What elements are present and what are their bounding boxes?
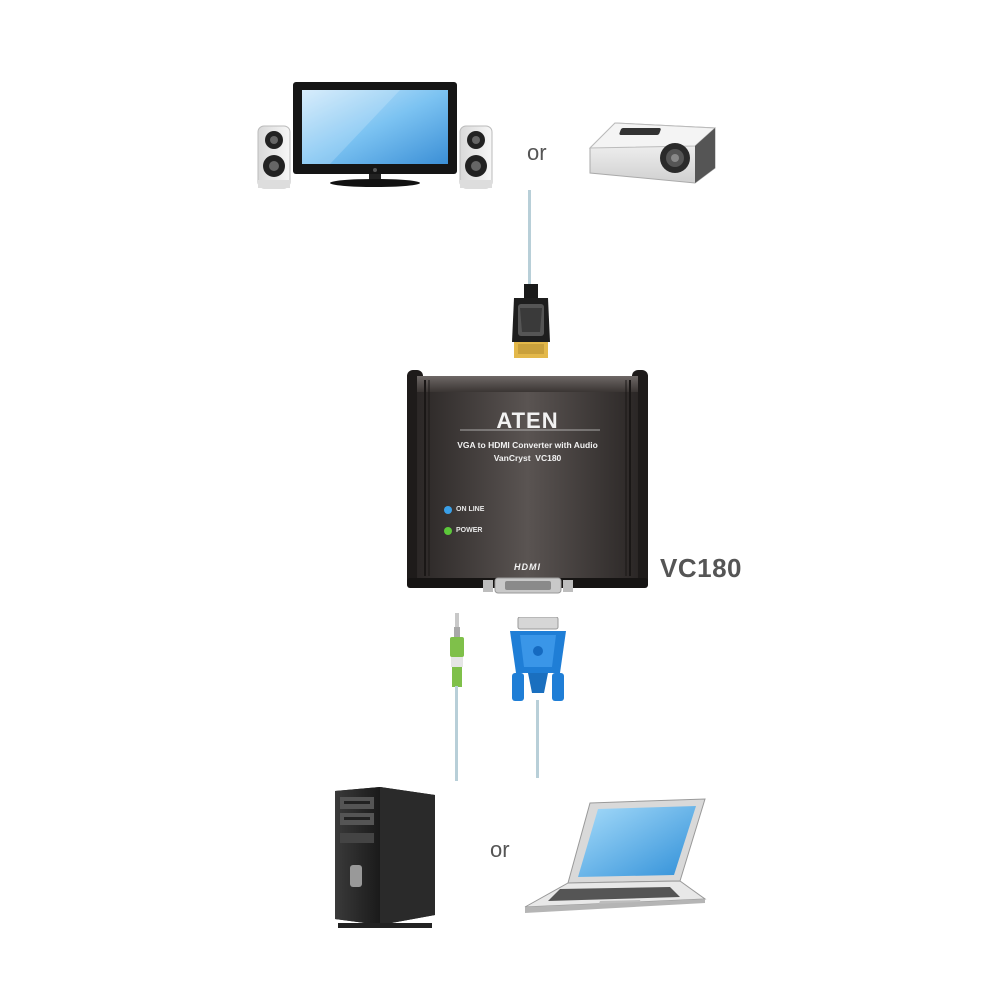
audio-cable	[455, 686, 458, 781]
led-power-label: POWER	[456, 527, 483, 534]
vga-plug-icon	[510, 616, 566, 701]
device-body-icon	[407, 370, 648, 594]
hdmi-connector	[508, 282, 554, 360]
hdmi-logo: HDMI	[514, 562, 541, 572]
audio-jack-icon	[450, 613, 464, 687]
vga-connector	[508, 616, 568, 707]
device-product-line: VGA to HDMI Converter with Audio	[457, 440, 598, 450]
audio-plug	[446, 613, 468, 688]
vga-cable	[536, 700, 539, 778]
laptop-icon	[524, 798, 707, 913]
laptop-computer	[520, 795, 710, 920]
desktop-tower-icon	[335, 787, 435, 928]
or-label-bottom: or	[490, 837, 510, 862]
projector-icon	[588, 122, 717, 184]
device-model-line: VanCryst VC180	[493, 453, 562, 463]
converter-device: ATEN VGA to HDMI Converter with Audio Va…	[405, 370, 650, 595]
model-label: VC180	[660, 553, 742, 583]
or-label-top: or	[527, 140, 547, 165]
tv-icon	[257, 82, 493, 189]
tv-with-speakers	[250, 80, 500, 195]
projector	[585, 118, 720, 188]
desktop-computer	[330, 785, 440, 930]
hdmi-cable	[528, 190, 531, 290]
led-online-label: ON LINE	[456, 506, 485, 513]
hdmi-plug-icon	[512, 284, 550, 358]
device-brand: ATEN	[496, 408, 559, 433]
